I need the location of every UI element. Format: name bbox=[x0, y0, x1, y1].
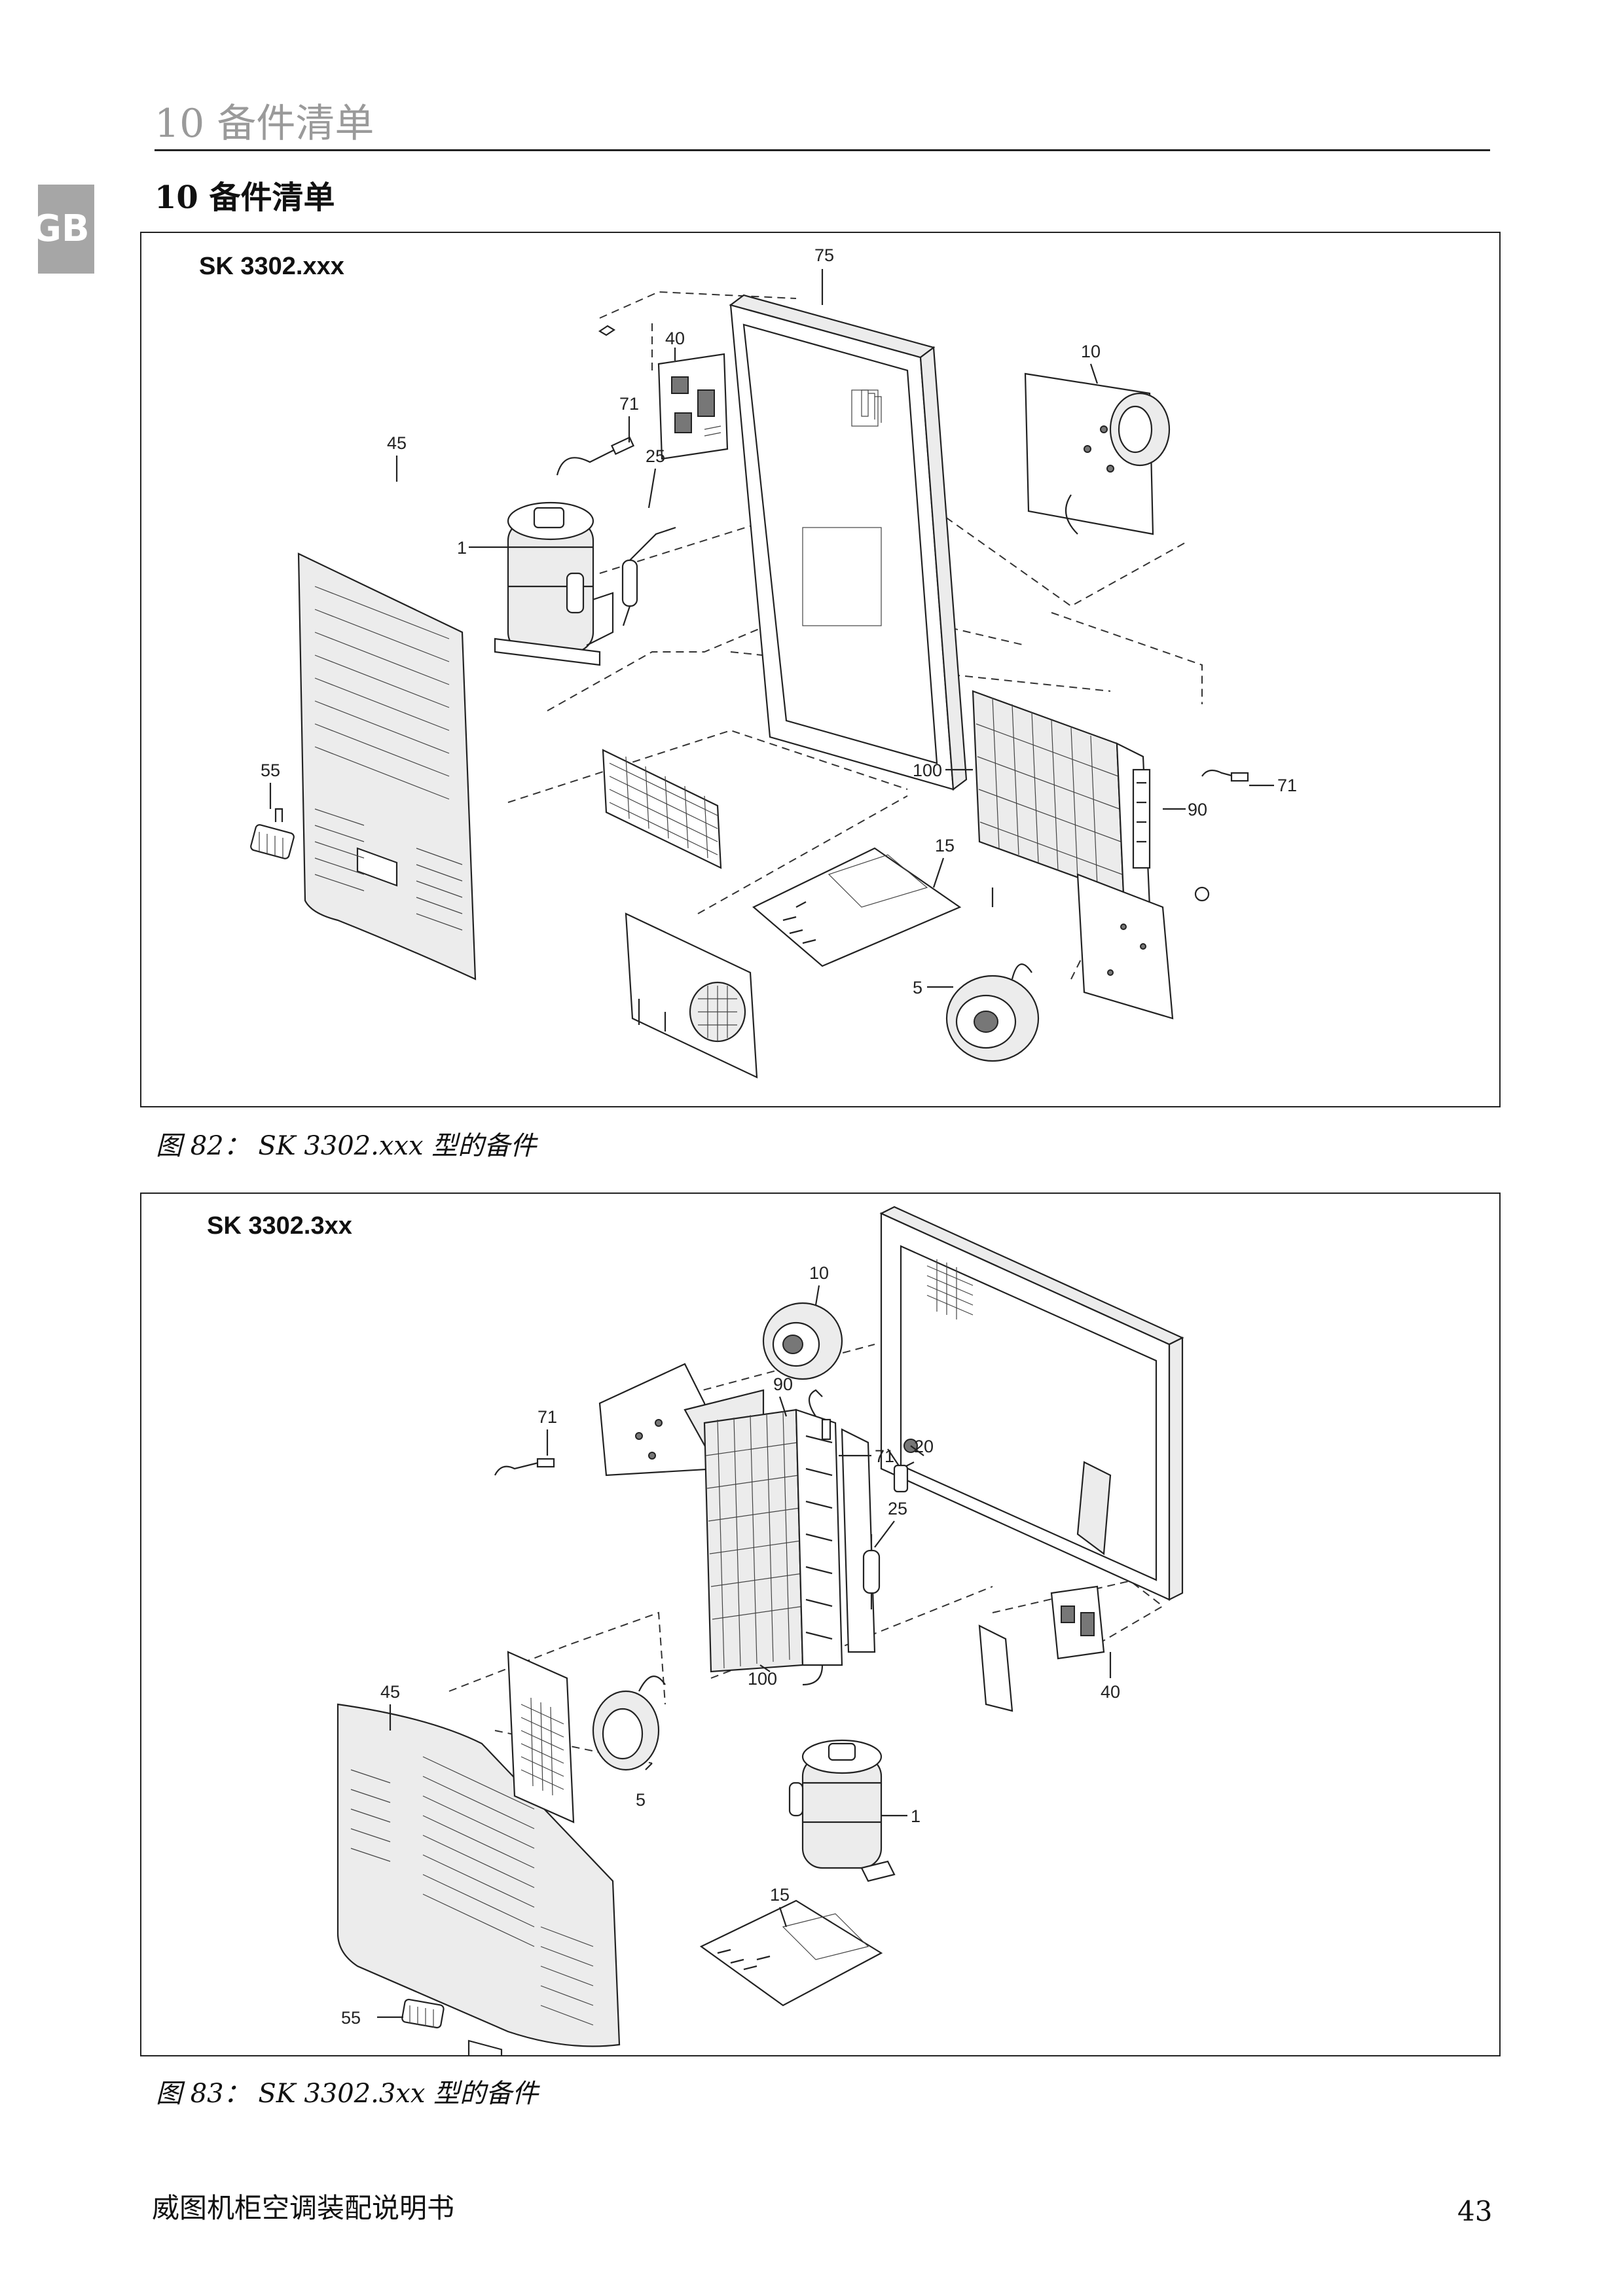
part-grille bbox=[602, 749, 722, 869]
callout-25: 25 bbox=[646, 446, 665, 466]
callout-71: 71 bbox=[619, 394, 639, 414]
callout-71b: 71 bbox=[538, 1407, 557, 1427]
callout-10: 10 bbox=[1081, 342, 1101, 361]
callout-15: 15 bbox=[935, 836, 955, 855]
part-90-evaporator bbox=[1132, 768, 1151, 869]
section-title: 10 备件清单 bbox=[155, 179, 335, 216]
part-71-sensor-right bbox=[1201, 769, 1249, 782]
callout-15: 15 bbox=[770, 1885, 790, 1905]
part-55-connector bbox=[401, 1998, 445, 2029]
callout-90: 90 bbox=[1188, 800, 1207, 819]
figure-82-model-label: SK 3302.xxx bbox=[199, 253, 344, 280]
running-header: 10 备件清单 bbox=[155, 101, 374, 147]
part-10-fan-plate bbox=[1024, 372, 1171, 535]
figure-83-exploded-drawing: 10 90 71 71 20 25 100 45 5 40 1 15 55 bbox=[337, 1206, 1184, 2055]
callout-100: 100 bbox=[748, 1669, 777, 1689]
language-tab-label: GB bbox=[38, 207, 90, 250]
part-grille-panel bbox=[507, 1651, 575, 1823]
part-housing bbox=[879, 1206, 1184, 1601]
part-55-connector bbox=[250, 808, 295, 859]
figure-82-exploded-drawing: 75 40 10 71 25 45 1 55 100 71 90 15 5 bbox=[250, 245, 1297, 1079]
part-1-compressor bbox=[788, 1739, 896, 1882]
callout-71: 71 bbox=[875, 1446, 894, 1466]
callout-45: 45 bbox=[387, 433, 407, 453]
page-number: 43 bbox=[1457, 2195, 1493, 2227]
figure-82-caption: 图 82： SK 3302.xxx 型的备件 bbox=[156, 1131, 537, 1161]
part-40-control-board bbox=[657, 353, 729, 460]
part-100-heat-exchanger bbox=[703, 1408, 876, 1686]
language-tab: GB bbox=[38, 185, 94, 274]
part-5-fan bbox=[592, 1676, 666, 1771]
callout-71b: 71 bbox=[1277, 776, 1297, 795]
part-15-accessory-bag bbox=[699, 1899, 883, 2007]
callout-100: 100 bbox=[913, 761, 942, 780]
part-1-compressor bbox=[494, 501, 614, 666]
callout-75: 75 bbox=[814, 245, 834, 265]
callout-45: 45 bbox=[380, 1682, 400, 1702]
part-bracket bbox=[1076, 873, 1174, 1020]
callout-1: 1 bbox=[911, 1806, 921, 1826]
callout-90: 90 bbox=[773, 1374, 793, 1394]
part-71-sensor bbox=[556, 436, 635, 476]
callout-40: 40 bbox=[665, 329, 685, 348]
callout-55: 55 bbox=[341, 2008, 361, 2028]
part-25-filter-dryer bbox=[862, 1534, 881, 1609]
callout-20: 20 bbox=[914, 1437, 934, 1456]
callout-5: 5 bbox=[636, 1790, 646, 1810]
figure-83-model-label: SK 3302.3xx bbox=[207, 1212, 352, 1240]
callout-10: 10 bbox=[809, 1263, 829, 1283]
callout-40: 40 bbox=[1101, 1682, 1120, 1702]
part-45-front-cover bbox=[297, 552, 477, 980]
part-5-fan bbox=[945, 963, 1040, 1062]
header-rule bbox=[155, 149, 1490, 151]
figure-83: SK 3302.3xx bbox=[140, 1193, 1501, 2056]
footer-document-title: 威图机柜空调装配说明书 bbox=[152, 2192, 455, 2224]
callout-1: 1 bbox=[457, 538, 467, 558]
callout-25: 25 bbox=[888, 1499, 907, 1518]
figure-83-caption: 图 83： SK 3302.3xx 型的备件 bbox=[156, 2079, 539, 2109]
part-40-control-board bbox=[978, 1585, 1105, 1712]
callout-5: 5 bbox=[913, 978, 922, 997]
part-71-sensor-right bbox=[808, 1389, 831, 1441]
part-25-filter-dryer bbox=[621, 526, 676, 626]
part-15-accessory-bag bbox=[752, 847, 962, 967]
callout-55: 55 bbox=[261, 761, 280, 780]
figure-82: SK 3302.xxx bbox=[140, 232, 1501, 1107]
part-rear-plate bbox=[625, 912, 758, 1079]
part-45-front-cover bbox=[337, 1703, 621, 2055]
part-75-housing bbox=[729, 294, 968, 791]
part-71-sensor-left bbox=[494, 1458, 555, 1476]
part-10-fan bbox=[762, 1302, 843, 1380]
